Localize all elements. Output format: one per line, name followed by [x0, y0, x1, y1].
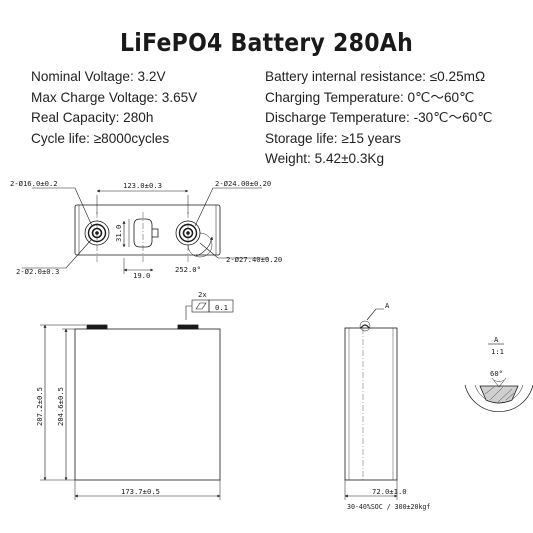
dim-hole-small: 2-Ø16.0±0.2 — [10, 179, 58, 188]
spec-max-charge-voltage: Max Charge Voltage: 3.65V — [31, 89, 198, 105]
front-view-body — [74, 328, 221, 481]
dim-width: 173.7±0.5 — [121, 487, 160, 496]
spec-real-capacity: Real Capacity: 280h — [31, 110, 154, 126]
spec-cycle-life: Cycle life: ≥8000cycles — [31, 130, 170, 146]
detail-view — [464, 343, 533, 412]
flatness-tolerance: 0.1 — [215, 303, 228, 312]
detail-callout-label: A — [385, 301, 390, 310]
compression-note: 30-40%SOC / 300±20kgf — [347, 503, 430, 511]
dim-outer: 2-Ø27.40±0.20 — [226, 255, 282, 264]
flatness-symbol-icon — [195, 302, 207, 310]
detail-view-scale: 1:1 — [491, 347, 504, 356]
spec-weight: Weight: 5.42±0.3Kg — [265, 151, 385, 167]
spec-nominal-voltage: Nominal Voltage: 3.2V — [31, 69, 166, 84]
dim-body-height: 204.6±0.5 — [56, 387, 65, 426]
detail-view-angle: 60° — [490, 369, 503, 378]
dim-thickness: 72.0±1.0 — [372, 487, 407, 496]
top-view — [22, 187, 268, 274]
detail-view-label: A — [494, 335, 499, 344]
safety-vent — [128, 218, 159, 248]
page-title: LiFePO4 Battery 280Ah — [120, 28, 413, 57]
dim-pin: 2-Ø2.0±0.3 — [16, 267, 59, 276]
spec-internal-resistance: Battery internal resistance: ≤0.25mΩ — [265, 69, 486, 84]
front-view — [40, 324, 221, 500]
flatness-callout — [185, 299, 234, 320]
dim-total-height: 207.2±0.5 — [35, 387, 44, 426]
spec-charging-temperature: Charging Temperature: 0℃～60℃ — [265, 89, 475, 105]
specs-left-column: Nominal Voltage: 3.2V Max Charge Voltage… — [31, 67, 197, 149]
dim-offset: 19.0 — [133, 271, 150, 280]
spec-discharge-temperature: Discharge Temperature: -30℃～60℃ — [265, 110, 493, 126]
specs-right-column: Battery internal resistance: ≤0.25mΩ Cha… — [265, 67, 493, 170]
top-view-outline — [74, 204, 221, 256]
dim-angle: 252.0° — [175, 265, 201, 274]
dim-hole-large: 2-Ø24.00±0.20 — [215, 179, 271, 188]
flatness-count: 2x — [198, 290, 207, 299]
spec-storage-life: Storage life: ≥15 years — [265, 130, 401, 146]
side-view-body — [344, 327, 398, 481]
dim-terminal-spacing: 123.0±0.3 — [123, 181, 162, 190]
dim-vent: 31.0 — [114, 225, 123, 242]
side-view — [344, 308, 398, 500]
